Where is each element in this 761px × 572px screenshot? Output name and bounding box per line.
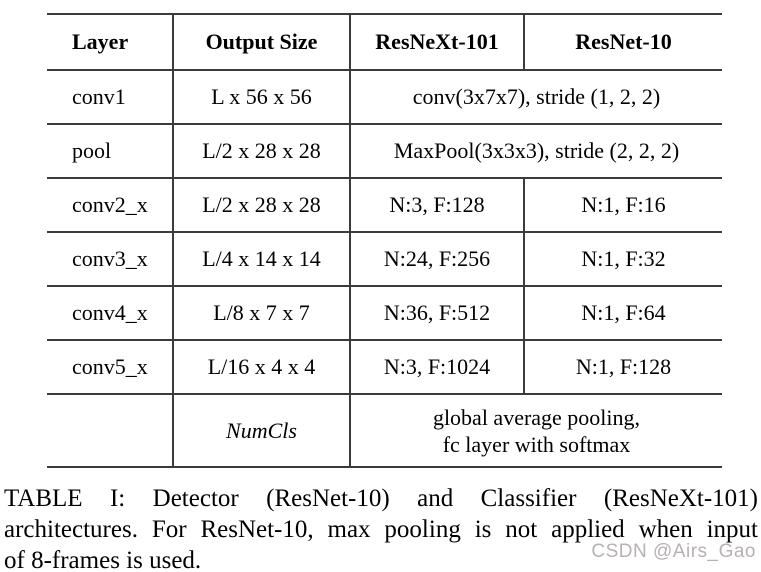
cell-layer: conv3_x: [72, 246, 148, 271]
cell-resnext101: N:3, F:128: [349, 178, 524, 232]
cell-numcls: NumCls: [172, 394, 350, 467]
table-row-pool: pool L/2 x 28 x 28 MaxPool(3x3x3), strid…: [47, 124, 722, 178]
table-row-conv1: conv1 L x 56 x 56 conv(3x7x7), stride (1…: [47, 70, 722, 124]
cell-resnet10: N:1, F:32: [523, 232, 722, 286]
cell-output-size: L/8 x 7 x 7: [172, 286, 350, 340]
table-row-classifier-head: NumCls global average pooling, fc layer …: [47, 394, 722, 467]
cell-output-size: L/4 x 14 x 14: [172, 232, 350, 286]
cell-layer: pool: [72, 138, 112, 163]
caption-line-3: of 8-frames is used.: [4, 547, 202, 572]
table-caption: TABLE I: Detector (ResNet-10) and Classi…: [4, 483, 758, 572]
cell-layer: conv1: [72, 84, 126, 109]
cell-resnext101: N:3, F:1024: [349, 340, 524, 394]
table-row-conv4x: conv4_x L/8 x 7 x 7 N:36, F:512 N:1, F:6…: [47, 286, 722, 340]
cell-output-size: L/16 x 4 x 4: [172, 340, 350, 394]
col-header-resnext101: ResNeXt-101: [349, 14, 524, 70]
cell-resnext101: N:24, F:256: [349, 232, 524, 286]
table-row-conv3x: conv3_x L/4 x 14 x 14 N:24, F:256 N:1, F…: [47, 232, 722, 286]
cell-layer: conv4_x: [72, 300, 148, 325]
cell-output-size: L/2 x 28 x 28: [172, 178, 350, 232]
cell-layer: conv5_x: [72, 354, 148, 379]
table-row-conv2x: conv2_x L/2 x 28 x 28 N:3, F:128 N:1, F:…: [47, 178, 722, 232]
cell-merged-conv1: conv(3x7x7), stride (1, 2, 2): [349, 70, 722, 124]
architecture-table: Layer Output Size ResNeXt-101 ResNet-10 …: [47, 13, 722, 468]
cell-output-size: L x 56 x 56: [172, 70, 350, 124]
cell-resnext101: N:36, F:512: [349, 286, 524, 340]
watermark: CSDN @Airs_Gao: [591, 541, 756, 562]
table-row-conv5x: conv5_x L/16 x 4 x 4 N:3, F:1024 N:1, F:…: [47, 340, 722, 394]
pooling-line: global average pooling,: [432, 404, 641, 430]
cell-output-size: L/2 x 28 x 28: [172, 124, 350, 178]
caption-line-2: architectures. For ResNet-10, max poolin…: [4, 516, 758, 543]
cell-resnet10: N:1, F:16: [523, 178, 722, 232]
softmax-line: fc layer with softmax: [442, 431, 631, 457]
cell-merged-pooling-softmax: global average pooling, fc layer with so…: [349, 394, 722, 467]
cell-resnet10: N:1, F:64: [523, 286, 722, 340]
cell-merged-pool: MaxPool(3x3x3), stride (2, 2, 2): [349, 124, 722, 178]
col-header-resnet10: ResNet-10: [523, 14, 722, 70]
cell-layer-empty: [47, 394, 173, 467]
cell-resnet10: N:1, F:128: [523, 340, 722, 394]
caption-line-1: TABLE I: Detector (ResNet-10) and Classi…: [4, 485, 758, 512]
header-row: Layer Output Size ResNeXt-101 ResNet-10: [47, 14, 722, 70]
col-header-output-size: Output Size: [172, 14, 350, 70]
col-header-layer: Layer: [72, 29, 129, 54]
cell-layer: conv2_x: [72, 192, 148, 217]
